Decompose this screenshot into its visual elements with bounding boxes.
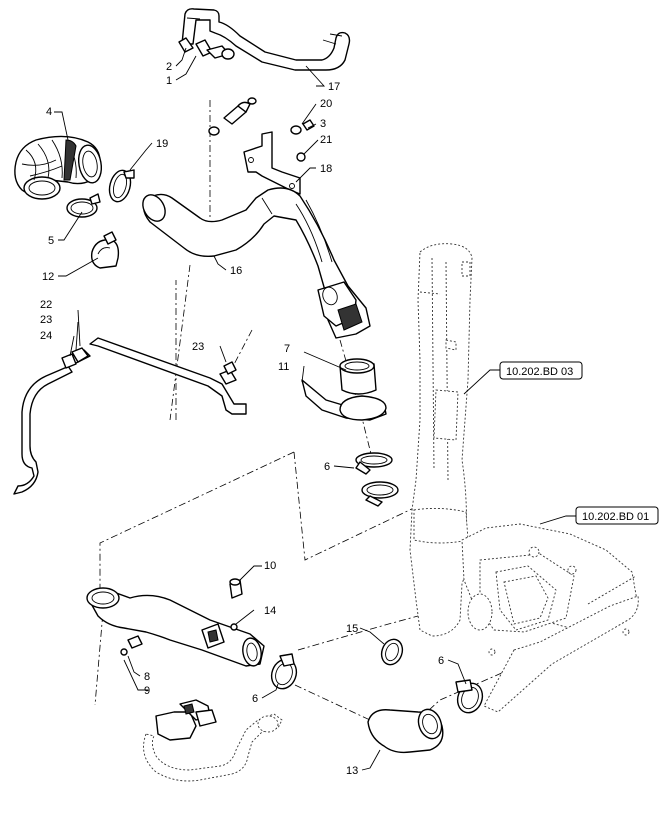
callout-22: 22 xyxy=(40,299,52,311)
callout-4: 4 xyxy=(46,106,52,118)
fittings-group xyxy=(208,97,315,162)
callout-8: 8 xyxy=(144,671,150,683)
callout-21: 21 xyxy=(320,134,332,146)
callout-12: 12 xyxy=(42,271,54,283)
callout-9: 9 xyxy=(144,685,150,697)
lower-intake-tube xyxy=(86,578,265,667)
callout-13: 13 xyxy=(346,765,358,777)
reference-label-bd01: 10.202.BD 01 xyxy=(582,511,649,523)
callout-1: 1 xyxy=(166,75,172,87)
callout-labels: 1 2 3 4 5 6 6 6 7 8 9 10 11 12 13 14 15 … xyxy=(40,61,444,777)
reference-label-bd03: 10.202.BD 03 xyxy=(506,366,573,378)
hose-strap xyxy=(90,231,120,269)
callout-23-left: 23 xyxy=(40,314,52,326)
hose-clamps-upper xyxy=(66,169,135,218)
callout-6-right: 6 xyxy=(438,655,444,667)
callout-3: 3 xyxy=(320,118,326,130)
rubber-connector xyxy=(339,358,377,395)
reference-box-bd03[interactable]: 10.202.BD 03 xyxy=(499,361,583,380)
callout-6-middle: 6 xyxy=(324,461,330,473)
callout-17: 17 xyxy=(328,81,340,93)
mounting-bracket xyxy=(243,131,301,195)
callout-14: 14 xyxy=(264,605,276,617)
elbow-hose xyxy=(14,135,103,200)
lower-ghost-hose xyxy=(143,699,283,782)
air-cleaner-housing xyxy=(461,523,639,713)
callout-6-lower-left: 6 xyxy=(252,693,258,705)
callout-16: 16 xyxy=(230,265,242,277)
callout-18: 18 xyxy=(320,163,332,175)
breather-tube xyxy=(13,337,247,495)
callout-24: 24 xyxy=(40,330,52,342)
leader-lines xyxy=(54,47,576,771)
callout-15: 15 xyxy=(346,623,358,635)
callout-23-mid: 23 xyxy=(192,341,204,353)
clip-23 xyxy=(223,361,237,375)
hose-clamps-middle xyxy=(355,452,399,507)
screw-and-washer xyxy=(120,635,143,656)
callout-10: 10 xyxy=(264,560,276,572)
callout-19: 19 xyxy=(156,138,168,150)
callout-5: 5 xyxy=(48,235,54,247)
callout-11: 11 xyxy=(278,361,289,373)
support-strap xyxy=(301,379,387,421)
reference-box-bd01[interactable]: 10.202.BD 01 xyxy=(575,506,659,525)
intake-tube xyxy=(142,187,371,339)
callout-7: 7 xyxy=(284,343,290,355)
callout-20: 20 xyxy=(320,98,332,110)
hose-clamps-lower xyxy=(270,638,484,714)
vertical-air-duct xyxy=(409,243,473,637)
upper-tube-assembly xyxy=(178,8,351,71)
lower-elbow-hose xyxy=(367,708,444,754)
callout-2: 2 xyxy=(166,61,172,73)
